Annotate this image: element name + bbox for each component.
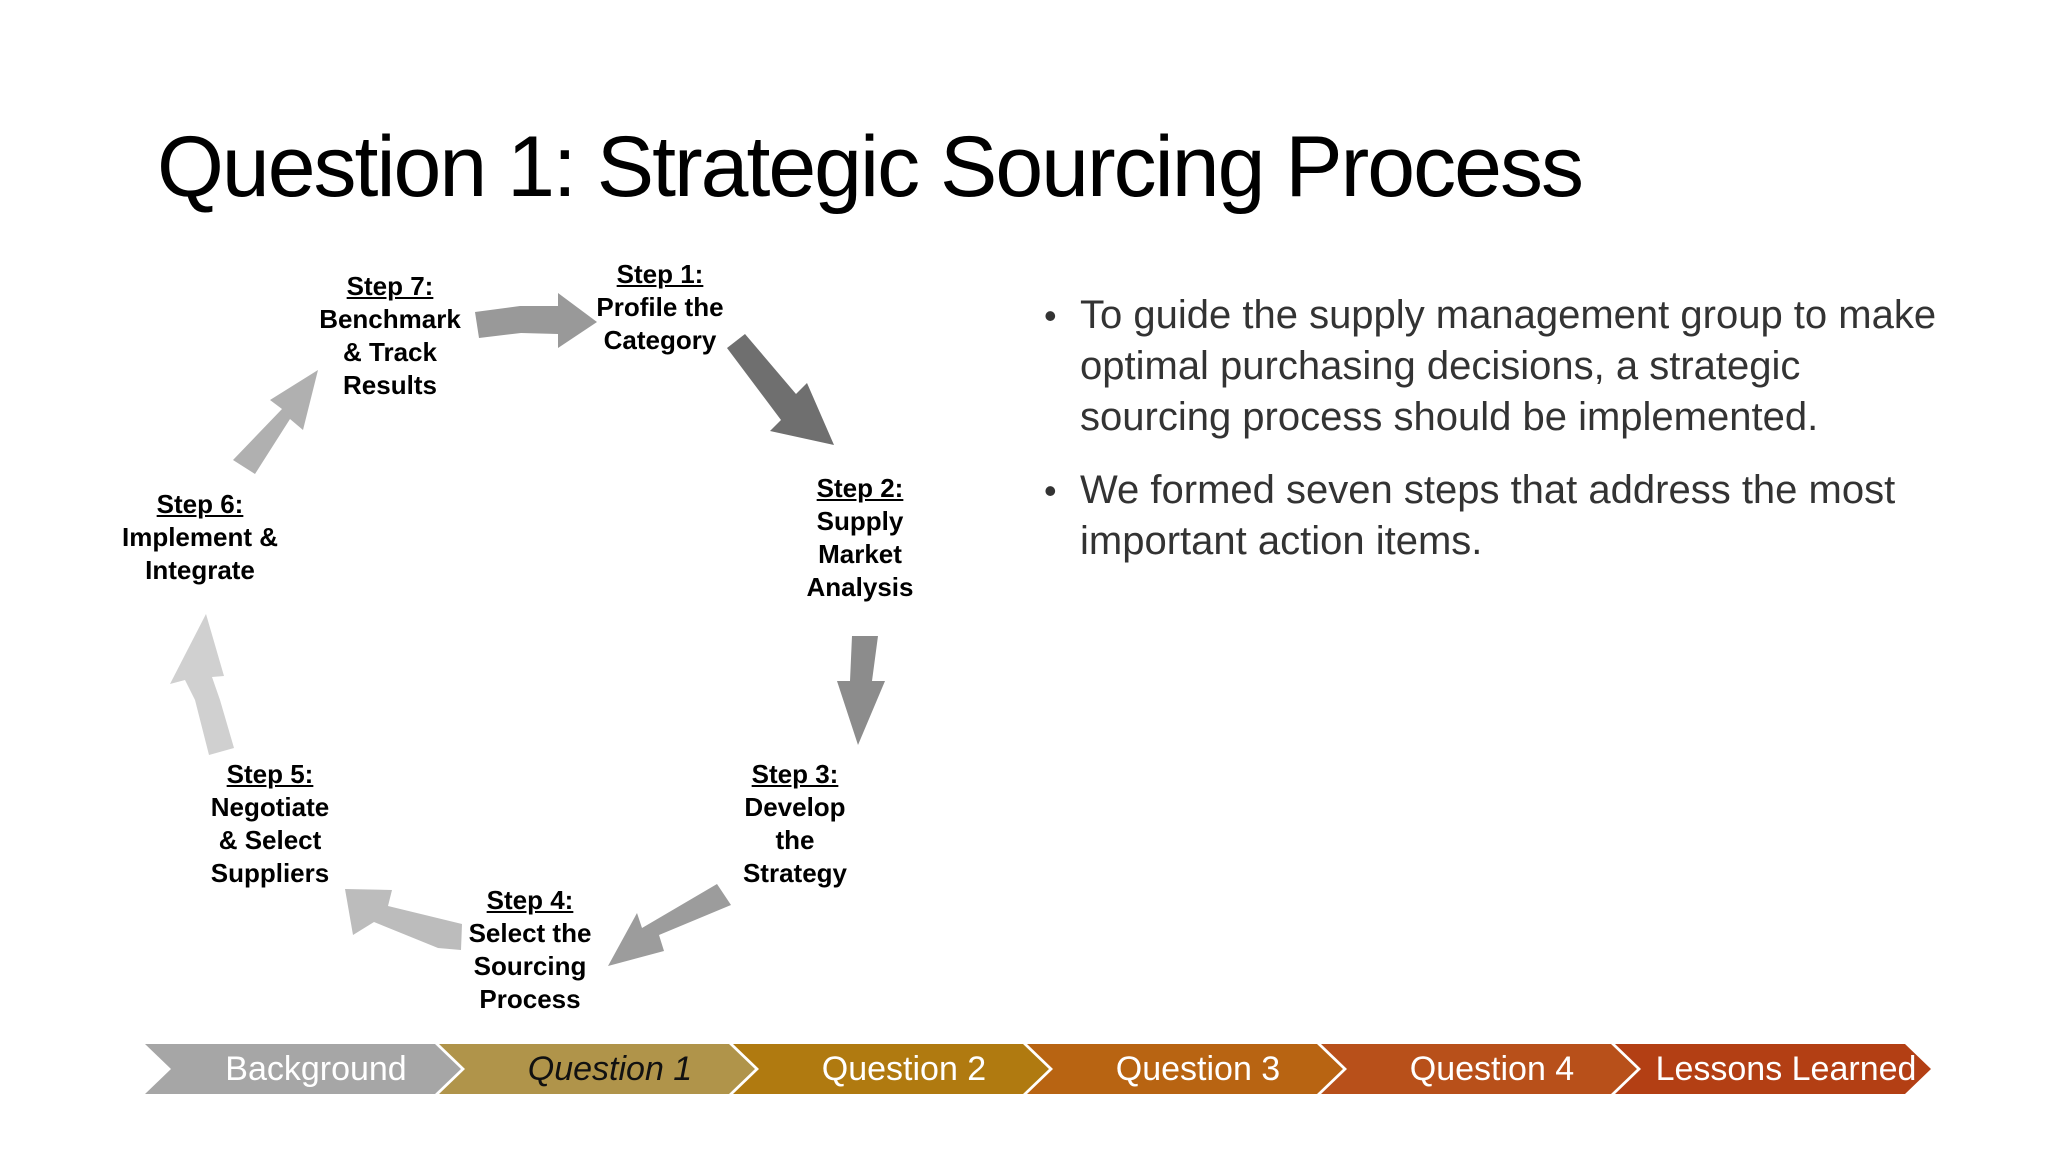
nav-label-background[interactable]: Background [225,1050,407,1088]
nav-label-question-2[interactable]: Question 2 [821,1050,987,1088]
nav-segment-question-1[interactable] [439,1044,755,1094]
bullet-text: We formed seven steps that address the m… [1080,468,1896,563]
step-6-text: Implement & Integrate [121,522,279,585]
step-4-label: Step 4: Select the Sourcing Process [440,884,620,1016]
step-5-heading: Step 5: [226,759,314,789]
step-2-label: Step 2: Supply Market Analysis [780,472,940,604]
step-1-label: Step 1: Profile the Category [560,258,760,357]
slide-title: Question 1: Strategic Sourcing Process [157,119,1584,215]
step-3-label: Step 3: Develop the Strategy [720,758,870,890]
step-2-heading: Step 2: [816,473,904,503]
step-3-text: Develop the Strategy [742,792,848,888]
bullet-item: • To guide the supply management group to… [1040,290,1940,443]
step-7-text: Benchmark & Track Results [319,304,461,400]
arrow-step4-to-step5 [345,889,462,950]
nav-label-question-1[interactable]: Question 1 [527,1050,693,1088]
arrow-step1-to-step2 [727,334,834,445]
step-7-label: Step 7: Benchmark & Track Results [290,270,490,402]
arrow-step6-to-step7 [233,370,318,474]
navigation-bar [145,1044,1931,1094]
step-1-text: Profile the Category [596,292,724,355]
step-5-text: Negotiate & Select Suppliers [210,792,330,888]
nav-label-question-4[interactable]: Question 4 [1409,1050,1575,1088]
step-6-heading: Step 6: [156,489,244,519]
nav-segment-question-2[interactable] [733,1044,1049,1094]
bullet-item: • We formed seven steps that address the … [1040,465,1940,567]
nav-segment-background[interactable] [145,1044,461,1094]
step-4-heading: Step 4: [486,885,574,915]
nav-label-lessons-learned[interactable]: Lessons Learned [1655,1050,1917,1088]
nav-segment-question-4[interactable] [1321,1044,1637,1094]
step-5-label: Step 5: Negotiate & Select Suppliers [180,758,360,890]
arrow-step3-to-step4 [608,884,731,966]
nav-label-question-3[interactable]: Question 3 [1115,1050,1281,1088]
step-7-heading: Step 7: [346,271,434,301]
arrow-step5-to-step6 [170,614,234,755]
step-1-heading: Step 1: [616,259,704,289]
bullet-list: • To guide the supply management group to… [1040,290,1940,589]
step-2-text: Supply Market Analysis [806,506,914,602]
bullet-icon: • [1044,470,1057,511]
bullet-text: To guide the supply management group to … [1080,293,1937,439]
step-4-text: Select the Sourcing Process [468,918,592,1014]
step-6-label: Step 6: Implement & Integrate [100,488,300,587]
nav-segment-question-3[interactable] [1027,1044,1343,1094]
nav-segment-lessons-learned[interactable] [1615,1044,1931,1094]
arrow-step7-to-step1 [475,293,597,348]
step-3-heading: Step 3: [751,759,839,789]
arrow-step2-to-step3 [837,636,885,745]
bullet-icon: • [1044,295,1057,336]
